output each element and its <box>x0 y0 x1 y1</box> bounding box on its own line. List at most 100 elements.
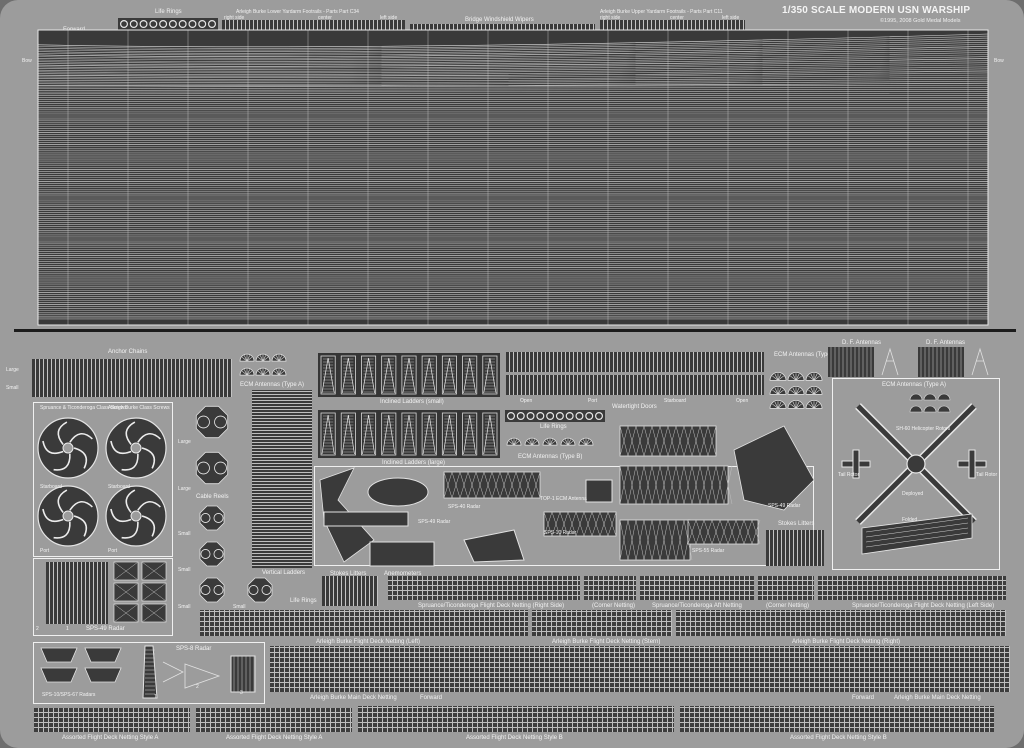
copyright-text: ©1995, 2008 Gold Medal Models <box>880 18 961 24</box>
style-b-fret-1 <box>358 706 674 732</box>
stokes-litters-fret-1 <box>322 576 378 606</box>
corner-netting-fret-2 <box>758 576 814 600</box>
small-label-3: Small <box>178 604 191 610</box>
right-side-label-2: right side <box>600 15 621 21</box>
ab-netting-stern-fret <box>532 610 672 636</box>
stokes-litters-label-1: Stokes Litters <box>330 571 367 577</box>
tail-rotor-label-r: Tail Rotor <box>976 472 998 478</box>
forward-label-2: Forward <box>852 695 875 701</box>
netting-aft-fret <box>640 576 754 600</box>
ab-netting-right-label: Arleigh Burke Flight Deck Netting (Right… <box>792 639 901 645</box>
bow-label-left: Bow <box>22 58 32 64</box>
life-rings-label-2: Life Rings <box>540 424 567 430</box>
num-1-label: 1 <box>66 626 69 632</box>
sps49-antenna-fret <box>46 562 108 624</box>
life-rings-strip-2 <box>505 410 605 422</box>
ecm-antennas-a-fret <box>239 353 287 376</box>
netting-left-fret <box>818 576 1006 600</box>
anchor-chains-label: Anchor Chains <box>108 349 148 355</box>
sps40-label: SPS-40 Radar <box>448 504 481 510</box>
anchor-chains-fret <box>32 359 232 397</box>
center-label-1: center <box>318 15 332 21</box>
corner-netting-label-2: (Corner Netting) <box>766 603 810 609</box>
small-label-1: Small <box>178 531 191 537</box>
ecm-type-a-label-2: ECM Antennas (Type A) <box>882 382 947 388</box>
ab-netting-right-fret <box>676 610 1006 636</box>
lower-footrails-label: Arleigh Burke Lower Yardarm Footrails - … <box>236 9 359 15</box>
netting-right-fret <box>388 576 580 600</box>
ab-netting-left-fret <box>200 610 528 636</box>
radars-frame <box>314 466 814 566</box>
upper-footrails-label: Arleigh Burke Upper Yardarm Footrails - … <box>600 9 723 15</box>
ab-main-label-2: Arleigh Burke Main Deck Netting <box>894 695 981 701</box>
style-a-label-1: Assorted Flight Deck Netting Style A <box>62 735 159 741</box>
sh60-rotors-art <box>841 393 987 555</box>
style-b-label-2: Assorted Flight Deck Netting Style B <box>790 735 887 741</box>
df-antennas-label-1: D. F. Antennas <box>842 340 882 346</box>
style-a-fret-1 <box>34 708 190 732</box>
num-2-label: 2 <box>36 626 39 632</box>
center-label-2: center <box>670 15 684 21</box>
large-label-2: Large <box>178 486 191 492</box>
style-a-label-2: Assorted Flight Deck Netting Style A <box>226 735 323 741</box>
forward-label-1: Forward <box>420 695 443 701</box>
small-label: Small <box>6 385 19 391</box>
ecm-antennas-b-fret-2 <box>506 437 594 446</box>
port-label-l: Port <box>40 548 50 554</box>
style-a-fret-2 <box>196 708 352 732</box>
num-3b-label: 3 <box>240 690 243 696</box>
ecm-type-a-label-1: ECM Antennas (Type A) <box>240 382 305 388</box>
stokes-litters-label-2: Stokes Litters <box>778 521 815 527</box>
helicopter-frame <box>832 378 1000 570</box>
hull-railing-fret <box>37 29 989 326</box>
inclined-small-label: Inclined Ladders (small) <box>380 399 444 405</box>
style-b-label-1: Assorted Flight Deck Netting Style B <box>466 735 563 741</box>
ab-main-deck-netting-fret <box>270 646 1010 692</box>
stokes-litters-fret-2 <box>766 530 824 566</box>
style-b-fret-2 <box>680 706 994 732</box>
sheet-divider <box>14 329 1016 332</box>
screws-frame <box>33 402 173 557</box>
ecm-type-b-label-1: ECM Antennas (Type B) <box>774 352 839 358</box>
right-side-label-1: right side <box>224 15 245 21</box>
df-antennas-label-2: D. F. Antennas <box>926 340 966 346</box>
sh60-label: SH-60 Helicopter Rotors <box>896 426 951 432</box>
sps49-parts-art <box>113 561 167 623</box>
large-label-1: Large <box>178 439 191 445</box>
cable-reels-label: Cable Reels <box>196 494 229 500</box>
inclined-ladders-large-art <box>320 412 498 456</box>
spruance-screws-label: Spruance & Ticonderoga Class Screws <box>40 405 127 411</box>
small-label-4: Small <box>233 604 246 610</box>
left-side-label-1: left side <box>380 15 398 21</box>
open-label-left: Open <box>520 398 533 404</box>
arleigh-screws-label: Arleigh Burke Class Screws <box>108 405 170 411</box>
bow-label-right: Bow <box>994 58 1004 64</box>
deployed-label: Deployed <box>902 491 924 497</box>
sps49-label-2: SPS-49 Radar <box>768 503 801 509</box>
ab-main-label-1: Arleigh Burke Main Deck Netting <box>310 695 397 701</box>
sheet-title: 1/350 SCALE MODERN USN WARSHIP <box>782 5 971 16</box>
watertight-doors-label: Watertight Doors <box>612 404 657 410</box>
corner-netting-label-1: (Corner Netting) <box>592 603 636 609</box>
starboard-label-l: Starboard <box>40 484 62 490</box>
watertight-doors-row-1 <box>506 352 764 372</box>
sps10-67-label: SPS-10/SPS-67 Radars <box>42 692 96 698</box>
tail-rotor-label-l: Tail Rotor <box>838 472 860 478</box>
sps8-label: SPS-8 Radar <box>176 646 212 652</box>
ab-netting-stern-label: Arleigh Burke Flight Deck Netting (Stern… <box>552 639 661 645</box>
open-label-right: Open <box>736 398 749 404</box>
cable-reels-art <box>195 405 273 603</box>
netting-aft-label: Spruance/Ticonderoga Aft Netting <box>652 603 742 609</box>
sps10-sps8-art <box>40 645 256 699</box>
starboard-label: Starboard <box>664 398 686 404</box>
life-rings-strip <box>118 18 218 30</box>
radar-arrays-art <box>319 425 815 567</box>
sps10-sps8-frame <box>33 642 265 704</box>
life-rings-label-3: Life Rings <box>290 598 317 604</box>
ecm-type-b-label-2: ECM Antennas (Type B) <box>518 454 583 460</box>
df-antennas-fret <box>828 347 989 377</box>
small-label-2: Small <box>178 567 191 573</box>
ab-netting-left-label: Arleigh Burke Flight Deck Netting (Left) <box>316 639 421 645</box>
port-label-r: Port <box>108 548 118 554</box>
